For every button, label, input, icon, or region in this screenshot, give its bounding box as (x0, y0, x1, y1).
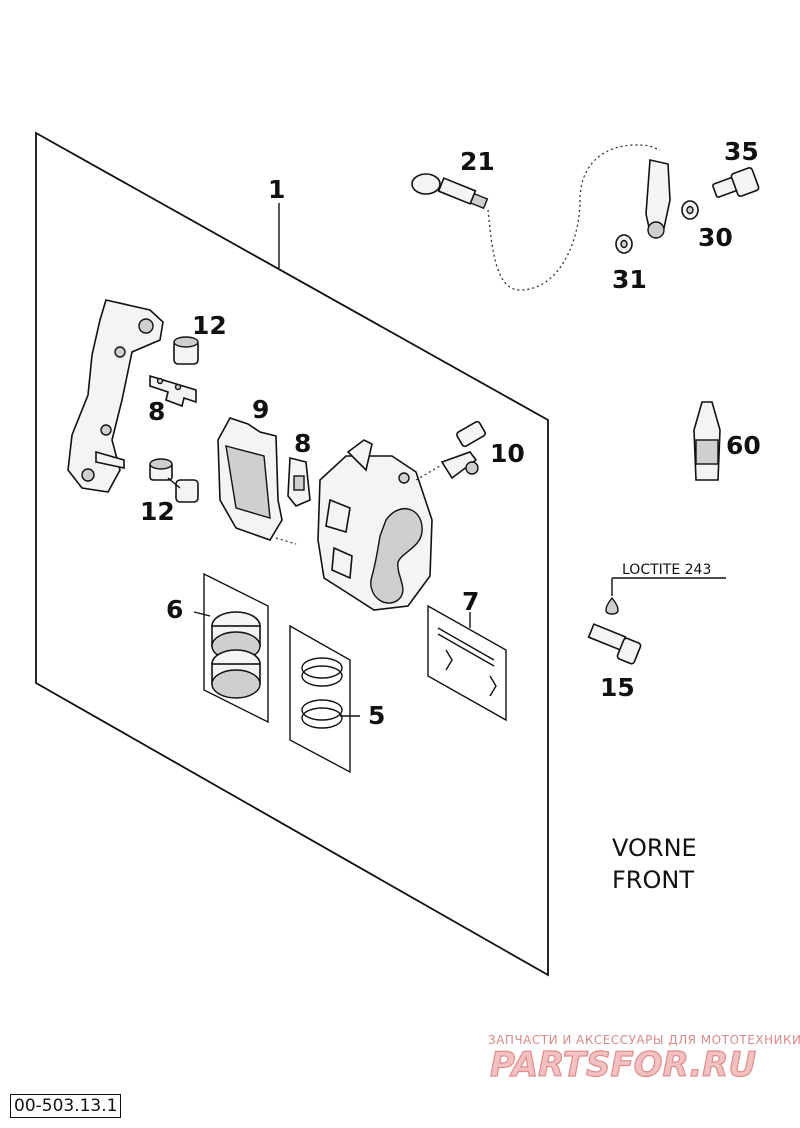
caliper-body (317, 439, 441, 611)
callout-7: 7 (462, 587, 479, 616)
screw-15 (587, 577, 726, 665)
callout-31: 31 (612, 265, 647, 294)
callout-15: 15 (600, 673, 635, 702)
bleeder-valve-10 (440, 420, 486, 480)
callout-35: 35 (724, 137, 759, 166)
callout-5: 5 (368, 701, 385, 730)
pad-spring-8-middle (287, 456, 311, 507)
drawing-number: 00-503.13.1 (10, 1094, 122, 1118)
brake-pad-9 (217, 417, 297, 545)
callout-1: 1 (268, 175, 285, 204)
callout-6: 6 (166, 595, 183, 624)
callout-12-upper: 12 (192, 311, 227, 340)
callout-60: 60 (726, 431, 761, 460)
seals-box-5 (289, 624, 360, 774)
caliper-bracket (67, 299, 164, 493)
pin-kit-box-7 (427, 604, 507, 722)
watermark-brand: PARTSFOR.RU (490, 1045, 756, 1085)
callout-12-lower: 12 (140, 497, 175, 526)
pad-spring-8-upper (149, 374, 197, 408)
pin-bolt-12-lower (149, 458, 199, 503)
callout-30: 30 (698, 223, 733, 252)
callout-21: 21 (460, 147, 495, 176)
front-label-line2: FRONT (612, 866, 694, 894)
callout-10: 10 (490, 439, 525, 468)
brake-hose-21 (411, 144, 671, 291)
callout-8-upper: 8 (148, 397, 165, 426)
watermark-tagline: ЗАПЧАСТИ И АКСЕССУАРЫ ДЛЯ МОТОТЕХНИКИ (488, 1033, 800, 1047)
front-label-line1: VORNE (612, 834, 697, 862)
callout-9: 9 (252, 395, 269, 424)
pistons-box-6 (193, 572, 269, 724)
loctite-bottle-60 (693, 401, 721, 481)
callout-8-middle: 8 (294, 429, 311, 458)
washer-30-hole (686, 205, 694, 215)
caliper-kit-panel (35, 131, 549, 977)
bushing-12-upper (173, 336, 199, 365)
banjo-bolt-35 (712, 167, 760, 198)
loctite-label: LOCTITE 243 (622, 562, 711, 578)
washer-31-hole (620, 239, 628, 249)
